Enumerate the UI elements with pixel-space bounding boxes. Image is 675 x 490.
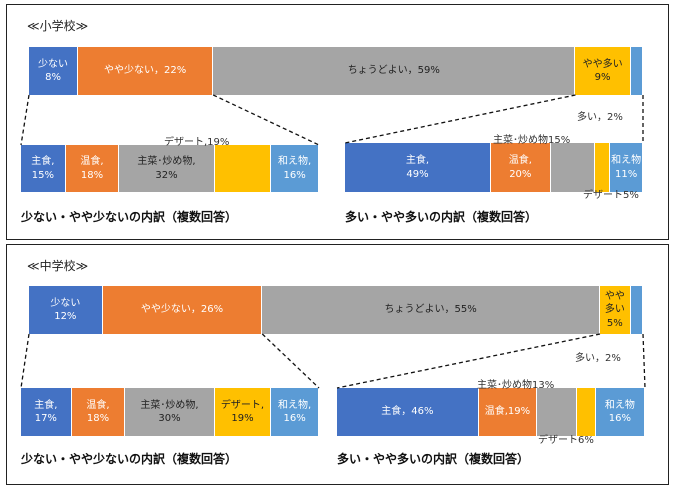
right-label-dessert: デザート5% — [583, 190, 639, 201]
connector-high-right — [642, 333, 646, 389]
right-label-main-dish: 主菜･炒め物15% — [493, 135, 571, 146]
panel-title: ≪小学校≫ — [27, 19, 89, 33]
right-label-main-dish: 主菜･炒め物13% — [477, 380, 555, 391]
left-breakdown-title: 少ない・やや少ないの内訳（複数回答） — [21, 210, 238, 224]
main-label-many: 多い，2% — [577, 112, 623, 123]
connector-lines — [20, 333, 646, 389]
main-segment-4 — [630, 47, 643, 95]
left-segment-3: デザート,19% — [214, 388, 272, 436]
left-segment-1: 温食,18% — [65, 145, 120, 192]
right-segment-3 — [577, 388, 596, 436]
left-breakdown-title: 少ない・やや少ないの内訳（複数回答） — [21, 452, 238, 466]
right-segment-0: 主食，46% — [337, 388, 479, 436]
main-segment-4 — [630, 286, 643, 334]
left-segment-4: 和え物,16% — [271, 145, 319, 192]
left-segment-0: 主食,17% — [21, 388, 72, 436]
left-segment-4: 和え物,16% — [271, 388, 319, 436]
right-label-dessert: デザート6% — [538, 435, 594, 446]
left-segment-0: 主食,15% — [21, 145, 66, 192]
right-segment-1: 温食,19% — [478, 388, 538, 436]
connector-low-right — [261, 333, 320, 389]
right-breakdown-title: 多い・やや多いの内訳（複数回答） — [345, 210, 538, 224]
left-label-dessert: デザート,19% — [164, 137, 230, 148]
left-segment-1: 温食,18% — [71, 388, 126, 436]
main-segment-2: ちょうどよい，55% — [262, 286, 600, 334]
left-segment-3 — [214, 145, 272, 192]
connector-low-left — [20, 94, 30, 146]
right-segment-1: 温食,20% — [491, 143, 551, 192]
connector-lines — [20, 94, 644, 146]
left-breakdown-bar: 主食,15%温食,18%主菜･炒め物,32% 和え物,16% — [21, 145, 319, 192]
left-segment-2: 主菜･炒め物,32% — [119, 145, 215, 192]
left-segment-2: 主菜･炒め物,30% — [125, 388, 215, 436]
left-breakdown-bar: 主食,17%温食,18%主菜･炒め物,30%デザート,19%和え物,16% — [21, 388, 319, 436]
right-segment-2 — [537, 388, 578, 436]
main-label-many: 多い，2% — [575, 353, 621, 364]
connector-high-left — [336, 333, 601, 389]
main-segment-1: やや少ない，26% — [102, 286, 263, 334]
right-segment-3 — [595, 143, 611, 192]
right-segment-2 — [550, 143, 596, 192]
right-breakdown-title: 多い・やや多いの内訳（複数回答） — [337, 452, 530, 466]
main-segment-2: ちょうどよい，59% — [213, 47, 576, 95]
right-segment-0: 主食,49% — [345, 143, 492, 192]
panel-title: ≪中学校≫ — [27, 259, 89, 273]
connector-low-left — [20, 333, 30, 389]
main-segment-1: やや少ない，22% — [78, 47, 214, 95]
